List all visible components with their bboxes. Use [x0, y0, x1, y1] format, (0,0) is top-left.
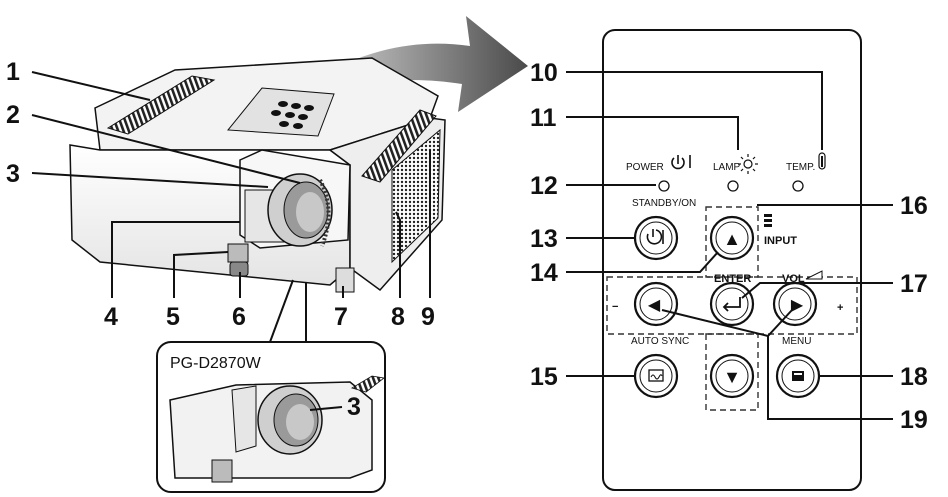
menu-label: MENU [782, 336, 811, 347]
lamp-icon [738, 154, 758, 174]
callout-2: 2 [6, 101, 20, 129]
power-icon [671, 155, 691, 170]
callout-10: 10 [530, 59, 558, 87]
callout-16: 16 [900, 192, 928, 220]
callout-7: 7 [334, 303, 348, 331]
inset-panel: PG-D2870W [156, 279, 386, 493]
left-arrow-icon: ◀ [648, 297, 661, 314]
vol-minus-label: − [612, 301, 618, 313]
projector-body [69, 57, 446, 293]
temp-indicator [792, 180, 804, 192]
input-label: INPUT [764, 235, 797, 247]
input-icon [764, 214, 772, 227]
enter-icon [722, 297, 741, 312]
lamp-indicator [727, 180, 739, 192]
down-button[interactable]: ▼ [709, 353, 755, 399]
up-arrow-icon: ▲ [723, 229, 741, 249]
callout-9: 9 [421, 303, 435, 331]
auto-sync-label: AUTO SYNC [631, 336, 689, 347]
callout-6: 6 [232, 303, 246, 331]
vol-plus-label: + [837, 302, 843, 314]
down-dashed-region [705, 333, 759, 411]
callout-4: 4 [104, 303, 118, 331]
power-indicator-label: POWER [626, 162, 664, 173]
callout-11: 11 [530, 104, 557, 132]
control-panel: POWER LAMP TEMP. STANDBY/ON [602, 29, 862, 491]
callout-12: 12 [530, 172, 558, 200]
down-arrow-icon: ▼ [723, 367, 741, 387]
right-volume-up-button[interactable]: ▶ [772, 281, 818, 327]
menu-icon [792, 371, 804, 381]
right-arrow-icon: ▶ [791, 297, 804, 314]
callout-3: 3 [6, 160, 20, 188]
callout-13: 13 [530, 225, 558, 253]
left-volume-down-button[interactable]: ◀ [633, 281, 679, 327]
menu-button[interactable] [775, 353, 821, 399]
standby-on-label: STANDBY/ON [632, 198, 696, 209]
auto-sync-icon [648, 369, 664, 382]
callout-3-inset: 3 [347, 393, 361, 421]
inset-model-label: PG-D2870W [170, 355, 262, 372]
power-indicator [658, 180, 670, 192]
enter-button[interactable] [709, 281, 755, 327]
callout-19: 19 [900, 406, 928, 434]
foot-release [227, 243, 249, 263]
input-dashed-region [705, 206, 759, 278]
callout-5: 5 [166, 303, 180, 331]
callout-17: 17 [900, 270, 928, 298]
temp-indicator-label: TEMP. [786, 162, 815, 173]
callout-1: 1 [6, 58, 20, 86]
auto-sync-button[interactable] [633, 353, 679, 399]
enter-label: ENTER [714, 273, 751, 285]
callout-18: 18 [900, 363, 928, 391]
volume-wedge-icon [805, 270, 823, 280]
thermometer-icon [818, 152, 826, 170]
ir-receiver [335, 267, 355, 293]
callout-14: 14 [530, 259, 558, 287]
callout-8: 8 [391, 303, 405, 331]
up-input-button[interactable]: ▲ [709, 215, 755, 261]
panel-leader-lines [566, 71, 893, 420]
direction-arrow [305, 16, 528, 112]
callout-15: 15 [530, 363, 558, 391]
leader-lines [31, 71, 431, 411]
standby-on-button[interactable] [633, 215, 679, 261]
lamp-indicator-label: LAMP [713, 162, 741, 173]
